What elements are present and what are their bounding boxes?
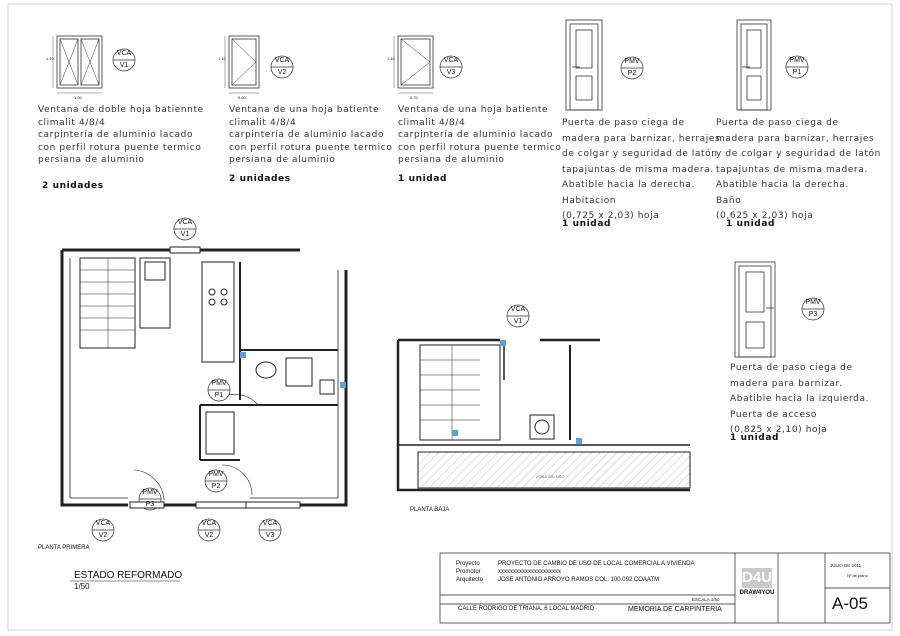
item-p3-quantity: 1 unidad <box>730 433 780 443</box>
logo-text: D4U <box>742 569 773 586</box>
plan-tag-bottom-1-code: VCA <box>95 520 111 527</box>
door-p3-elevation <box>734 261 776 358</box>
plan-tag-bottom-2-code: VCA <box>201 520 217 527</box>
tag-v3-num: V3 <box>446 69 456 76</box>
v2-height-dim: 1.10 <box>218 56 226 61</box>
tb-escala: ESCALA 1/50 <box>692 597 720 602</box>
plan-tag-p1-code: PMV <box>211 380 227 387</box>
logo-subtitle: DRAW4YOU <box>739 590 775 596</box>
window-v3-elevation <box>393 35 434 94</box>
plan-tag-p2-code: PMV <box>208 471 224 478</box>
plan-baja-markers <box>452 340 582 444</box>
item-p3-description: Puerta de paso ciega de madera para barn… <box>730 363 870 435</box>
label-zona-sin-uso: ZONA SIN USO <box>536 474 565 479</box>
v1-width-dim: 1.00 <box>74 95 82 100</box>
tb-fecha: JULIO DE 2011 <box>830 563 862 568</box>
plan-baja-tag-code: VCA <box>510 306 526 313</box>
tag-p2-code: PMV <box>624 58 640 65</box>
window-v2-elevation <box>224 35 260 94</box>
item-v2-description: Ventana de una hoja batiente climalit 4/… <box>229 105 393 165</box>
plan-tag-top-code: VCA <box>177 219 193 226</box>
tb-proyecto-label: Proyecto <box>456 561 480 567</box>
tag-p3-code: PMV <box>805 299 821 306</box>
item-p2-description: Puerta de paso ciega de madera para barn… <box>562 118 721 221</box>
tag-v1-num: V1 <box>119 62 129 69</box>
tag-p3-num: P3 <box>808 311 818 318</box>
tb-arquitecto-value: JOSE ANTONIO ARROYO RAMOS COL. 100.092 C… <box>498 577 660 583</box>
tag-v3-code: VCA <box>443 57 459 64</box>
tag-p1-num: P1 <box>792 69 802 76</box>
plan-tag-p1-num: P1 <box>214 392 224 399</box>
plan-tag-p3-num: P3 <box>145 501 155 508</box>
label-planta-baja: PLANTA BAJA <box>410 507 450 513</box>
door-p2-elevation <box>565 19 603 111</box>
window-v1-elevation <box>52 35 103 94</box>
plan-baja-tag-num: V1 <box>513 318 523 325</box>
item-v3-quantity: 1 unidad <box>398 174 448 184</box>
item-v2-quantity: 2 unidades <box>229 174 291 184</box>
tb-direccion: CALLE RODRIGO DE TRIANA, 6 LOCAL MADRID <box>458 606 595 612</box>
v3-width-dim: 0.70 <box>410 95 418 100</box>
plan-tag-bottom-3-num: V3 <box>265 532 275 539</box>
symbol-circles <box>91 48 825 542</box>
tb-promotor-label: Promotor <box>456 569 481 575</box>
tb-promotor-value: xxxxxxxxxxxxxxxxxxxxx <box>498 569 561 575</box>
plan-tag-p2-num: P2 <box>211 483 221 490</box>
tag-v2-code: VCA <box>274 57 290 64</box>
tag-p2-num: P2 <box>627 70 637 77</box>
plan-tag-bottom-3-code: VCA <box>262 520 278 527</box>
tag-v1-code: VCA <box>116 50 132 57</box>
label-planta-primera: PLANTA PRIMERA <box>38 545 90 551</box>
v2-width-dim: 0.60 <box>238 95 246 100</box>
logo-mark <box>742 568 772 588</box>
tb-arquitecto-label: Arquitecto <box>456 577 484 583</box>
label-plan-scale: 1/50 <box>74 582 90 591</box>
plan-primera <box>60 246 348 509</box>
v1-height-dim: 1.10 <box>46 56 54 61</box>
item-p1-quantity: 1 unidad <box>726 219 776 229</box>
item-p2-quantity: 1 unidad <box>562 219 612 229</box>
item-p1-description: Puerta de paso ciega de madera para barn… <box>716 118 881 221</box>
plan-tag-top-num: V1 <box>180 231 190 238</box>
item-v3-description: Ventana de una hoja batiente climalit 4/… <box>398 105 562 165</box>
tag-p1-code: PMV <box>789 57 805 64</box>
plan-baja <box>396 338 691 492</box>
door-p1-elevation <box>736 19 772 111</box>
tag-v2-num: V2 <box>277 69 287 76</box>
tb-memoria: MEMORIA DE CARPINTERIA <box>628 606 722 613</box>
label-estado-reformado: ESTADO REFORMADO <box>74 570 183 581</box>
sheet-number: A-05 <box>832 594 868 613</box>
tb-proyecto-value: PROYECTO DE CAMBIO DE USO DE LOCAL COMER… <box>498 561 695 567</box>
plan-tag-bottom-2-num: V2 <box>204 532 214 539</box>
plan-tag-bottom-1-num: V2 <box>98 532 108 539</box>
plan-tag-p3-code: PMV <box>142 489 158 496</box>
item-v1-description: Ventana de doble hoja batiennte climalit… <box>38 105 204 165</box>
plan-primera-markers <box>240 352 346 388</box>
v3-height-dim: 1.10 <box>387 56 395 61</box>
item-v1-quantity: 2 unidades <box>42 181 104 191</box>
tb-plano-label: Nº de plano <box>847 573 868 578</box>
title-block-frame <box>70 552 891 624</box>
